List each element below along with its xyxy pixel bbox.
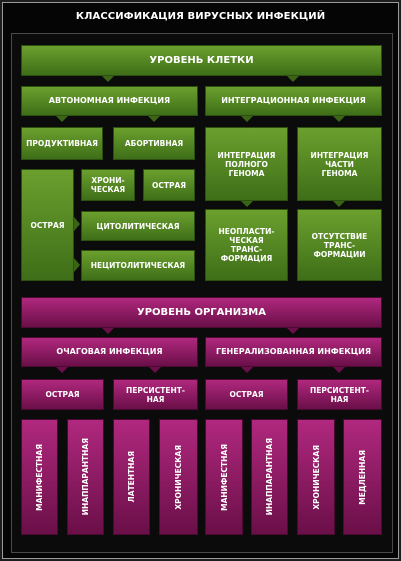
arrow-to-productive xyxy=(56,116,68,122)
connector-arrows xyxy=(56,76,345,373)
diagram-panel: УРОВЕНЬ КЛЕТКИ АВТОНОМНАЯ ИНФЕКЦИЯ ИНТЕГ… xyxy=(11,33,393,553)
focal-chronic-box: ХРОНИЧЕСКАЯ xyxy=(159,419,198,535)
arrow-to-integration xyxy=(287,76,299,82)
focal-persistent-box: ПЕРСИСТЕНТ- НАЯ xyxy=(113,379,198,410)
generalized-infection-box: ГЕНЕРАЛИЗОВАННАЯ ИНФЕКЦИЯ xyxy=(205,337,382,367)
partial-genome-integration-box: ИНТЕГРАЦИЯ ЧАСТИ ГЕНОМА xyxy=(297,127,382,201)
noncytolytic-box: НЕЦИТОЛИТИЧЕСКАЯ xyxy=(81,250,195,281)
no-transformation-box: ОТСУТСТВИЕ ТРАНС- ФОРМАЦИИ xyxy=(297,209,382,281)
arrow-to-gen-acute xyxy=(241,367,253,373)
cell-level-header: УРОВЕНЬ КЛЕТКИ xyxy=(21,45,382,76)
generalized-slow-box: МЕДЛЕННАЯ xyxy=(343,419,382,535)
focal-infection-box: ОЧАГОВАЯ ИНФЕКЦИЯ xyxy=(21,337,198,367)
focal-latent-box: ЛАТЕНТНАЯ xyxy=(113,419,150,535)
integration-infection-box: ИНТЕГРАЦИОННАЯ ИНФЕКЦИЯ xyxy=(205,86,382,116)
acute-abortive-box: ОСТРАЯ xyxy=(143,169,195,201)
neoplastic-transformation-box: НЕОПЛАСТИ- ЧЕСКАЯ ТРАНС- ФОРМАЦИЯ xyxy=(205,209,288,281)
arrow-to-focal-persistent xyxy=(149,367,161,373)
arrow-to-full-genome xyxy=(241,116,253,122)
generalized-inapparent-box: ИНАППАРАНТНАЯ xyxy=(251,419,288,535)
focal-acute-box: ОСТРАЯ xyxy=(21,379,104,410)
generalized-manifest-box: МАНИФЕСТНАЯ xyxy=(205,419,243,535)
generalized-chronic-box: ХРОНИЧЕСКАЯ xyxy=(297,419,335,535)
generalized-persistent-box: ПЕРСИСТЕНТ- НАЯ xyxy=(297,379,382,410)
arrow-to-focal xyxy=(102,328,114,334)
arrow-to-abortive xyxy=(148,116,160,122)
focal-inapparent-box: ИНАППАРАНТНАЯ xyxy=(67,419,104,535)
diagram-title: КЛАССИФИКАЦИЯ ВИРУСНЫХ ИНФЕКЦИЙ xyxy=(75,11,326,22)
full-genome-integration-box: ИНТЕГРАЦИЯ ПОЛНОГО ГЕНОМА xyxy=(205,127,288,201)
arrow-to-generalized xyxy=(287,328,299,334)
arrow-to-gen-persistent xyxy=(333,367,345,373)
cytolytic-box: ЦИТОЛИТИЧЕСКАЯ xyxy=(81,211,195,241)
productive-box: ПРОДУКТИВНАЯ xyxy=(21,127,103,160)
autonomous-infection-box: АВТОНОМНАЯ ИНФЕКЦИЯ xyxy=(21,86,198,116)
abortive-box: АБОРТИВНАЯ xyxy=(113,127,195,160)
generalized-acute-box: ОСТРАЯ xyxy=(205,379,288,410)
arrow-to-part-genome xyxy=(333,116,345,122)
arrow-to-autonomous xyxy=(102,76,114,82)
acute-productive-box: ОСТРАЯ xyxy=(21,169,74,281)
focal-manifest-box: МАНИФЕСТНАЯ xyxy=(21,419,58,535)
chronic-box: ХРОНИ- ЧЕСКАЯ xyxy=(81,169,135,201)
arrow-to-neoplastic xyxy=(241,201,253,207)
arrow-to-no-transform xyxy=(333,201,345,207)
arrow-to-cytolytic xyxy=(74,217,80,231)
arrow-to-noncytolytic xyxy=(74,258,80,272)
arrow-to-focal-acute xyxy=(56,367,68,373)
organism-level-header: УРОВЕНЬ ОРГАНИЗМА xyxy=(21,297,382,328)
